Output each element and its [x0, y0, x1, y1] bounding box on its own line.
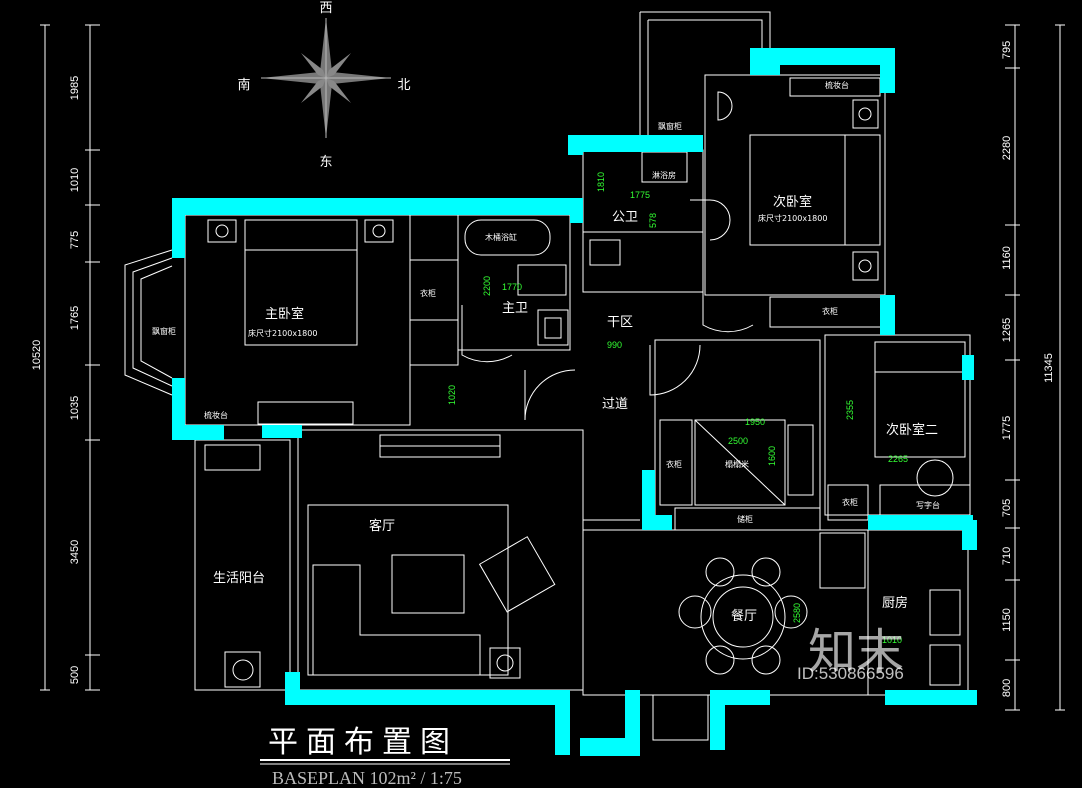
room-third-bedroom: 次卧室二	[886, 422, 938, 438]
compass-south: 南	[237, 77, 250, 93]
dimension-left: 1985 1010 775 1765 1035 3450 500 10520	[31, 24, 100, 691]
label-desk: 写字台	[916, 500, 940, 510]
gdim-2500: 2500	[728, 436, 748, 446]
dim-right-8: 1150	[1001, 608, 1013, 632]
dim-left-1: 1985	[69, 76, 81, 100]
room-dining: 餐厅	[731, 608, 757, 624]
watermark: 知末 ID:530866596	[797, 624, 904, 683]
watermark-id: ID:530866596	[797, 664, 904, 683]
walls	[172, 48, 977, 756]
room-dry-zone: 干区	[607, 315, 633, 330]
compass-east: 东	[319, 155, 332, 170]
room-balcony: 生活阳台	[213, 571, 265, 586]
dim-right-2: 2280	[1001, 136, 1013, 160]
room-labels: 主卧室 床尺寸2100x1800 主卫 公卫 次卧室 床尺寸2100x1800 …	[213, 194, 938, 624]
label-bay-window-top: 飘窗柜	[658, 121, 682, 131]
label-dresser-bedroom2: 梳妆台	[825, 80, 849, 90]
dim-right-3: 1160	[1001, 246, 1013, 270]
compass-north: 北	[397, 78, 410, 93]
dim-right-1: 795	[1001, 41, 1013, 59]
label-bay-window-left: 飘窗柜	[152, 326, 176, 336]
room-living: 客厅	[369, 518, 395, 534]
gdim-1020: 1020	[447, 385, 457, 405]
label-tatami: 榻榻米	[725, 459, 749, 469]
gdim-990: 990	[607, 340, 622, 350]
watermark-logo: 知末	[808, 624, 904, 680]
gdim-2265: 2265	[888, 454, 908, 464]
gdim-1950: 1950	[745, 417, 765, 427]
dimension-right: 795 2280 1160 1265 1775 705 710 1150 800…	[1001, 24, 1065, 711]
plan-title: 平面布置图	[268, 725, 458, 760]
gdim-2580: 2580	[792, 603, 802, 623]
gdim-1775: 1775	[630, 190, 650, 200]
gdim-1010: 1010	[882, 635, 902, 645]
room-public-bath: 公卫	[612, 210, 638, 225]
dim-left-2: 1010	[69, 168, 81, 192]
dim-right-7: 710	[1001, 547, 1013, 565]
master-bed-size: 床尺寸2100x1800	[248, 328, 317, 338]
label-bathtub: 木桶浴缸	[485, 232, 517, 242]
interior-lines	[124, 11, 971, 696]
dim-right-4: 1265	[1001, 318, 1013, 342]
gdim-1600: 1600	[767, 446, 777, 466]
dim-right-6: 705	[1001, 499, 1013, 517]
dim-left-5: 1035	[69, 396, 81, 420]
dim-right-9: 800	[1001, 679, 1013, 697]
dim-left-4: 1765	[69, 306, 81, 330]
gdim-2200: 2200	[482, 276, 492, 296]
room-second-bedroom: 次卧室	[773, 194, 812, 210]
label-wardrobe-master: 衣柜	[420, 288, 436, 298]
label-wardrobe-tatami: 衣柜	[666, 459, 682, 469]
gdim-578: 578	[648, 213, 658, 228]
title-block: 平面布置图 BASEPLAN 102m² / 1:75	[260, 725, 510, 788]
second-bed-size: 床尺寸2100x1800	[758, 213, 827, 223]
dim-left-total: 10520	[31, 340, 43, 371]
label-shower: 淋浴房	[652, 170, 676, 180]
label-wardrobe-bedroom2: 衣柜	[822, 306, 838, 316]
label-wardrobe-bedroom3: 衣柜	[842, 497, 858, 507]
room-kitchen: 厨房	[882, 595, 908, 611]
furniture-labels: 飘窗柜 飘窗柜 衣柜 衣柜 衣柜 衣柜 木桶浴缸 淋浴房 榻榻米 储柜 写字台 …	[152, 80, 940, 524]
compass-rose: 西 东 南 北	[237, 1, 410, 170]
label-dresser-master: 梳妆台	[204, 410, 228, 420]
dim-left-6: 3450	[69, 540, 81, 564]
label-cabinet: 储柜	[737, 514, 753, 524]
gdim-2355: 2355	[845, 400, 855, 420]
dim-right-total: 11345	[1043, 353, 1055, 383]
gdim-1810: 1810	[596, 172, 606, 192]
room-corridor: 过道	[602, 397, 628, 412]
green-dimensions: 1810 1775 578 2200 1770 990 1020 1950 25…	[447, 172, 908, 645]
dim-left-7: 500	[69, 666, 81, 684]
dim-left-3: 775	[69, 231, 81, 249]
room-master-bedroom: 主卧室	[265, 306, 304, 322]
plan-subtitle: BASEPLAN 102m² / 1:75	[272, 768, 462, 788]
compass-west: 西	[319, 1, 332, 16]
room-master-bath: 主卫	[502, 301, 528, 316]
dim-right-5: 1775	[1001, 416, 1013, 440]
gdim-1770: 1770	[502, 282, 522, 292]
